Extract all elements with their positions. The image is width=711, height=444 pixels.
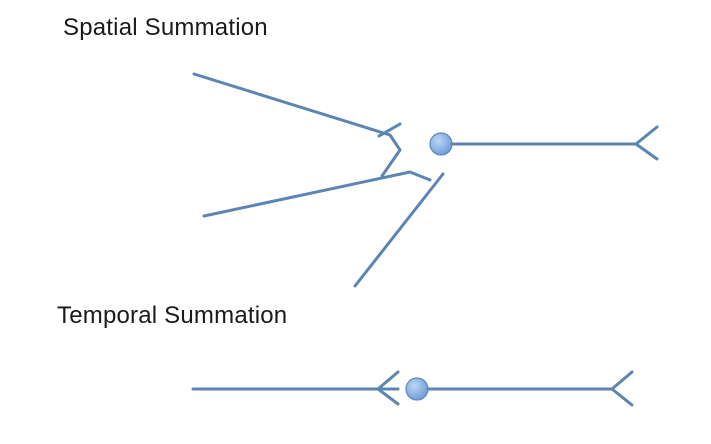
temporal-summation-diagram <box>191 370 634 407</box>
postsynaptic-cell-body <box>429 132 453 156</box>
temporal-presynaptic-terminal <box>376 370 400 406</box>
spatial-summation-diagram <box>192 72 659 288</box>
presynaptic-axon-2 <box>202 170 432 218</box>
temporal-postsynaptic-terminal <box>610 370 634 407</box>
presynaptic-axon-1 <box>192 72 402 178</box>
temporal-summation-title: Temporal Summation <box>57 302 288 329</box>
spatial-summation-title: Spatial Summation <box>63 14 268 41</box>
postsynaptic-axon-terminal <box>634 125 659 161</box>
axon-terminal-1 <box>377 122 402 138</box>
temporal-cell-body <box>405 377 429 401</box>
presynaptic-axon-3 <box>353 172 445 288</box>
